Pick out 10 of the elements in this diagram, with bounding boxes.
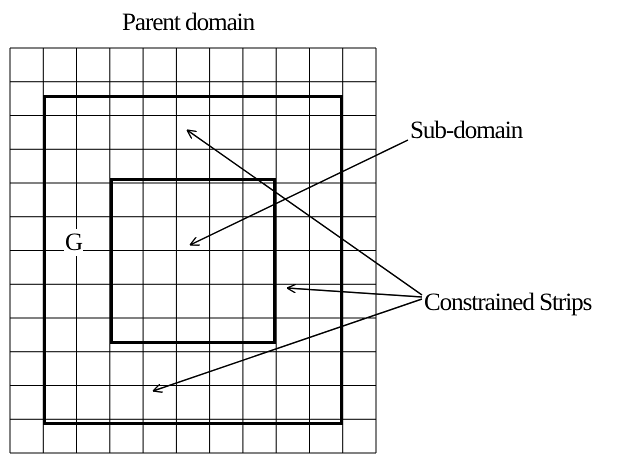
sub-domain-boundary	[110, 178, 276, 344]
domain-title: Parent domain	[122, 10, 254, 35]
region-label: G	[64, 229, 84, 256]
leader-arrow	[189, 139, 408, 246]
leader-arrow	[286, 283, 422, 298]
leader-arrow	[186, 129, 422, 296]
domain-boundary	[43, 95, 343, 425]
callout-label: Sub-domain	[410, 118, 522, 143]
leader-arrow	[152, 298, 422, 394]
callout-label: Constrained Strips	[424, 290, 592, 315]
